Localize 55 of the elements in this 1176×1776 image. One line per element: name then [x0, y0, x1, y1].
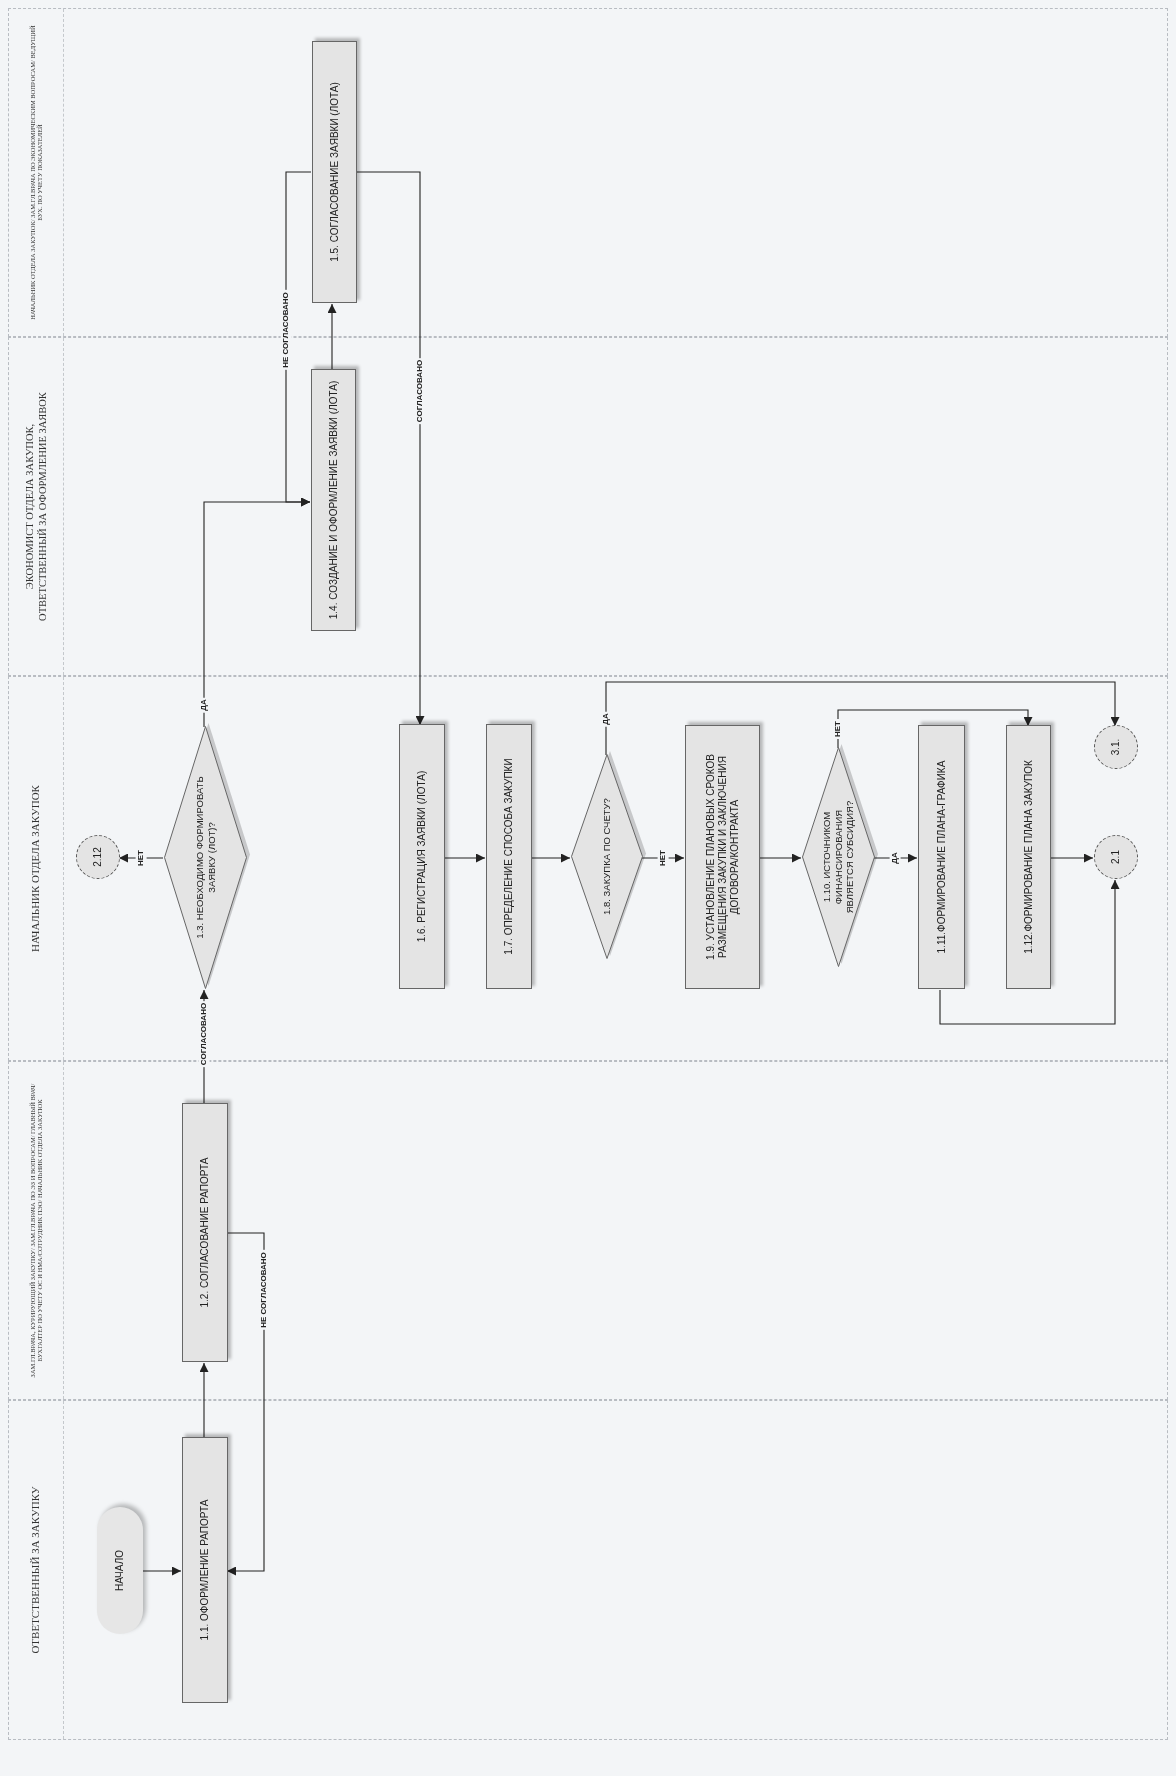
node-label: 1.4. СОЗДАНИЕ И ОФОРМЛЕНИЕ ЗАЯВКИ (ЛОТА) — [327, 380, 340, 620]
node-label: 1.11.ФОРМИРОВАНИЕ ПЛАНА-ГРАФИКА — [935, 760, 948, 954]
process-box — [486, 724, 532, 989]
process-box — [311, 369, 356, 631]
arrow — [758, 853, 802, 863]
edge-label: ДА — [600, 711, 612, 727]
decision-diamond — [571, 754, 643, 959]
node-label: 1.5. СОГЛАСОВАНИЕ ЗАЯВКИ (ЛОТА) — [328, 82, 341, 262]
node-label: 1.6. РЕГИСТРАЦИЯ ЗАЯВКИ (ЛОТА) — [416, 770, 428, 943]
node-label: 1.1. ОФОРМЛЕНИЕ РАПОРТА — [199, 1499, 211, 1641]
node-label: 1.9. УСТАНОВЛЕНИЕ ПЛАНОВЫХ СРОКОВ РАЗМЕЩЕНИЯ ЗАКУПКИ И ЗАКЛЮЧЕНИЯ ДОГОВОРА/КОНТРАКТА — [704, 753, 741, 962]
edge-label: НЕ СОГЛАСОВАНО — [280, 290, 292, 370]
lane-title: НАЧАЛЬНИК ОТДЕЛА ЗАКУПОК — [29, 785, 43, 952]
swimlane — [8, 1400, 1168, 1740]
arrow — [443, 853, 486, 863]
edge-label: ДА — [889, 850, 901, 866]
connector-circle — [76, 835, 120, 879]
arrow — [837, 709, 1033, 749]
node-label: НАЧАЛО — [114, 1550, 126, 1591]
arrow — [530, 853, 571, 863]
process-box — [182, 1103, 228, 1362]
edge-label: НЕТ — [135, 848, 147, 868]
arrow — [199, 1362, 209, 1439]
arrow — [141, 1566, 182, 1576]
arrow — [873, 853, 918, 863]
lane-title: ЭКОНОМИСТ ОТДЕЛА ЗАКУПОК, ОТВЕТСТВЕННЫЙ ЗА ОФОРМЛЕНИЕ ЗАЯВОК — [22, 391, 49, 623]
arrow — [1049, 853, 1094, 863]
node-label: 1.3. НЕОБХОДИМО ФОРМИРОВАТЬ ЗАЯВКУ (ЛОТ)? — [194, 775, 217, 941]
edge-label: СОГЛАСОВАНО — [198, 1000, 210, 1068]
node-label: 1.2. СОГЛАСОВАНИЕ РАПОРТА — [199, 1157, 211, 1308]
node-label: 1.12.ФОРМИРОВАНИЕ ПЛАНА ЗАКУПОК — [1022, 760, 1035, 954]
process-box — [399, 724, 445, 989]
arrow — [605, 681, 1120, 756]
arrow — [355, 171, 425, 726]
lane-title: ОТВЕТСТВЕННЫЙ ЗА ЗАКУПКУ — [29, 1486, 43, 1654]
node-label: 1.7. ОПРЕДЕЛЕНИЕ СПОСОБА ЗАКУПКИ — [503, 758, 515, 955]
arrow — [939, 879, 1120, 1025]
arrow — [327, 303, 337, 371]
process-box — [918, 725, 965, 989]
connector-circle — [1094, 835, 1138, 879]
decision-diamond — [164, 726, 247, 989]
node-label: 2.12 — [92, 847, 104, 867]
process-box — [182, 1437, 228, 1703]
start-terminator — [97, 1507, 143, 1634]
process-box — [312, 41, 357, 303]
edge-label: НЕТ — [657, 848, 669, 868]
process-box — [685, 725, 760, 989]
node-label: 3.1. — [1110, 738, 1122, 756]
process-box — [1006, 725, 1051, 989]
edge-label: ДА — [198, 697, 210, 713]
node-label: 1.10. ИСТОЧНИКОМ ФИНАНСИРОВАНИЯ ЯВЛЯЕТСЯ СУБСИДИЯ? — [821, 799, 856, 916]
node-label: 1.8. ЗАКУПКА ПО СЧЕТУ? — [601, 797, 613, 917]
node-label: 2.1 — [1110, 850, 1122, 864]
decision-diamond — [802, 747, 875, 967]
connector-circle — [1094, 725, 1138, 769]
